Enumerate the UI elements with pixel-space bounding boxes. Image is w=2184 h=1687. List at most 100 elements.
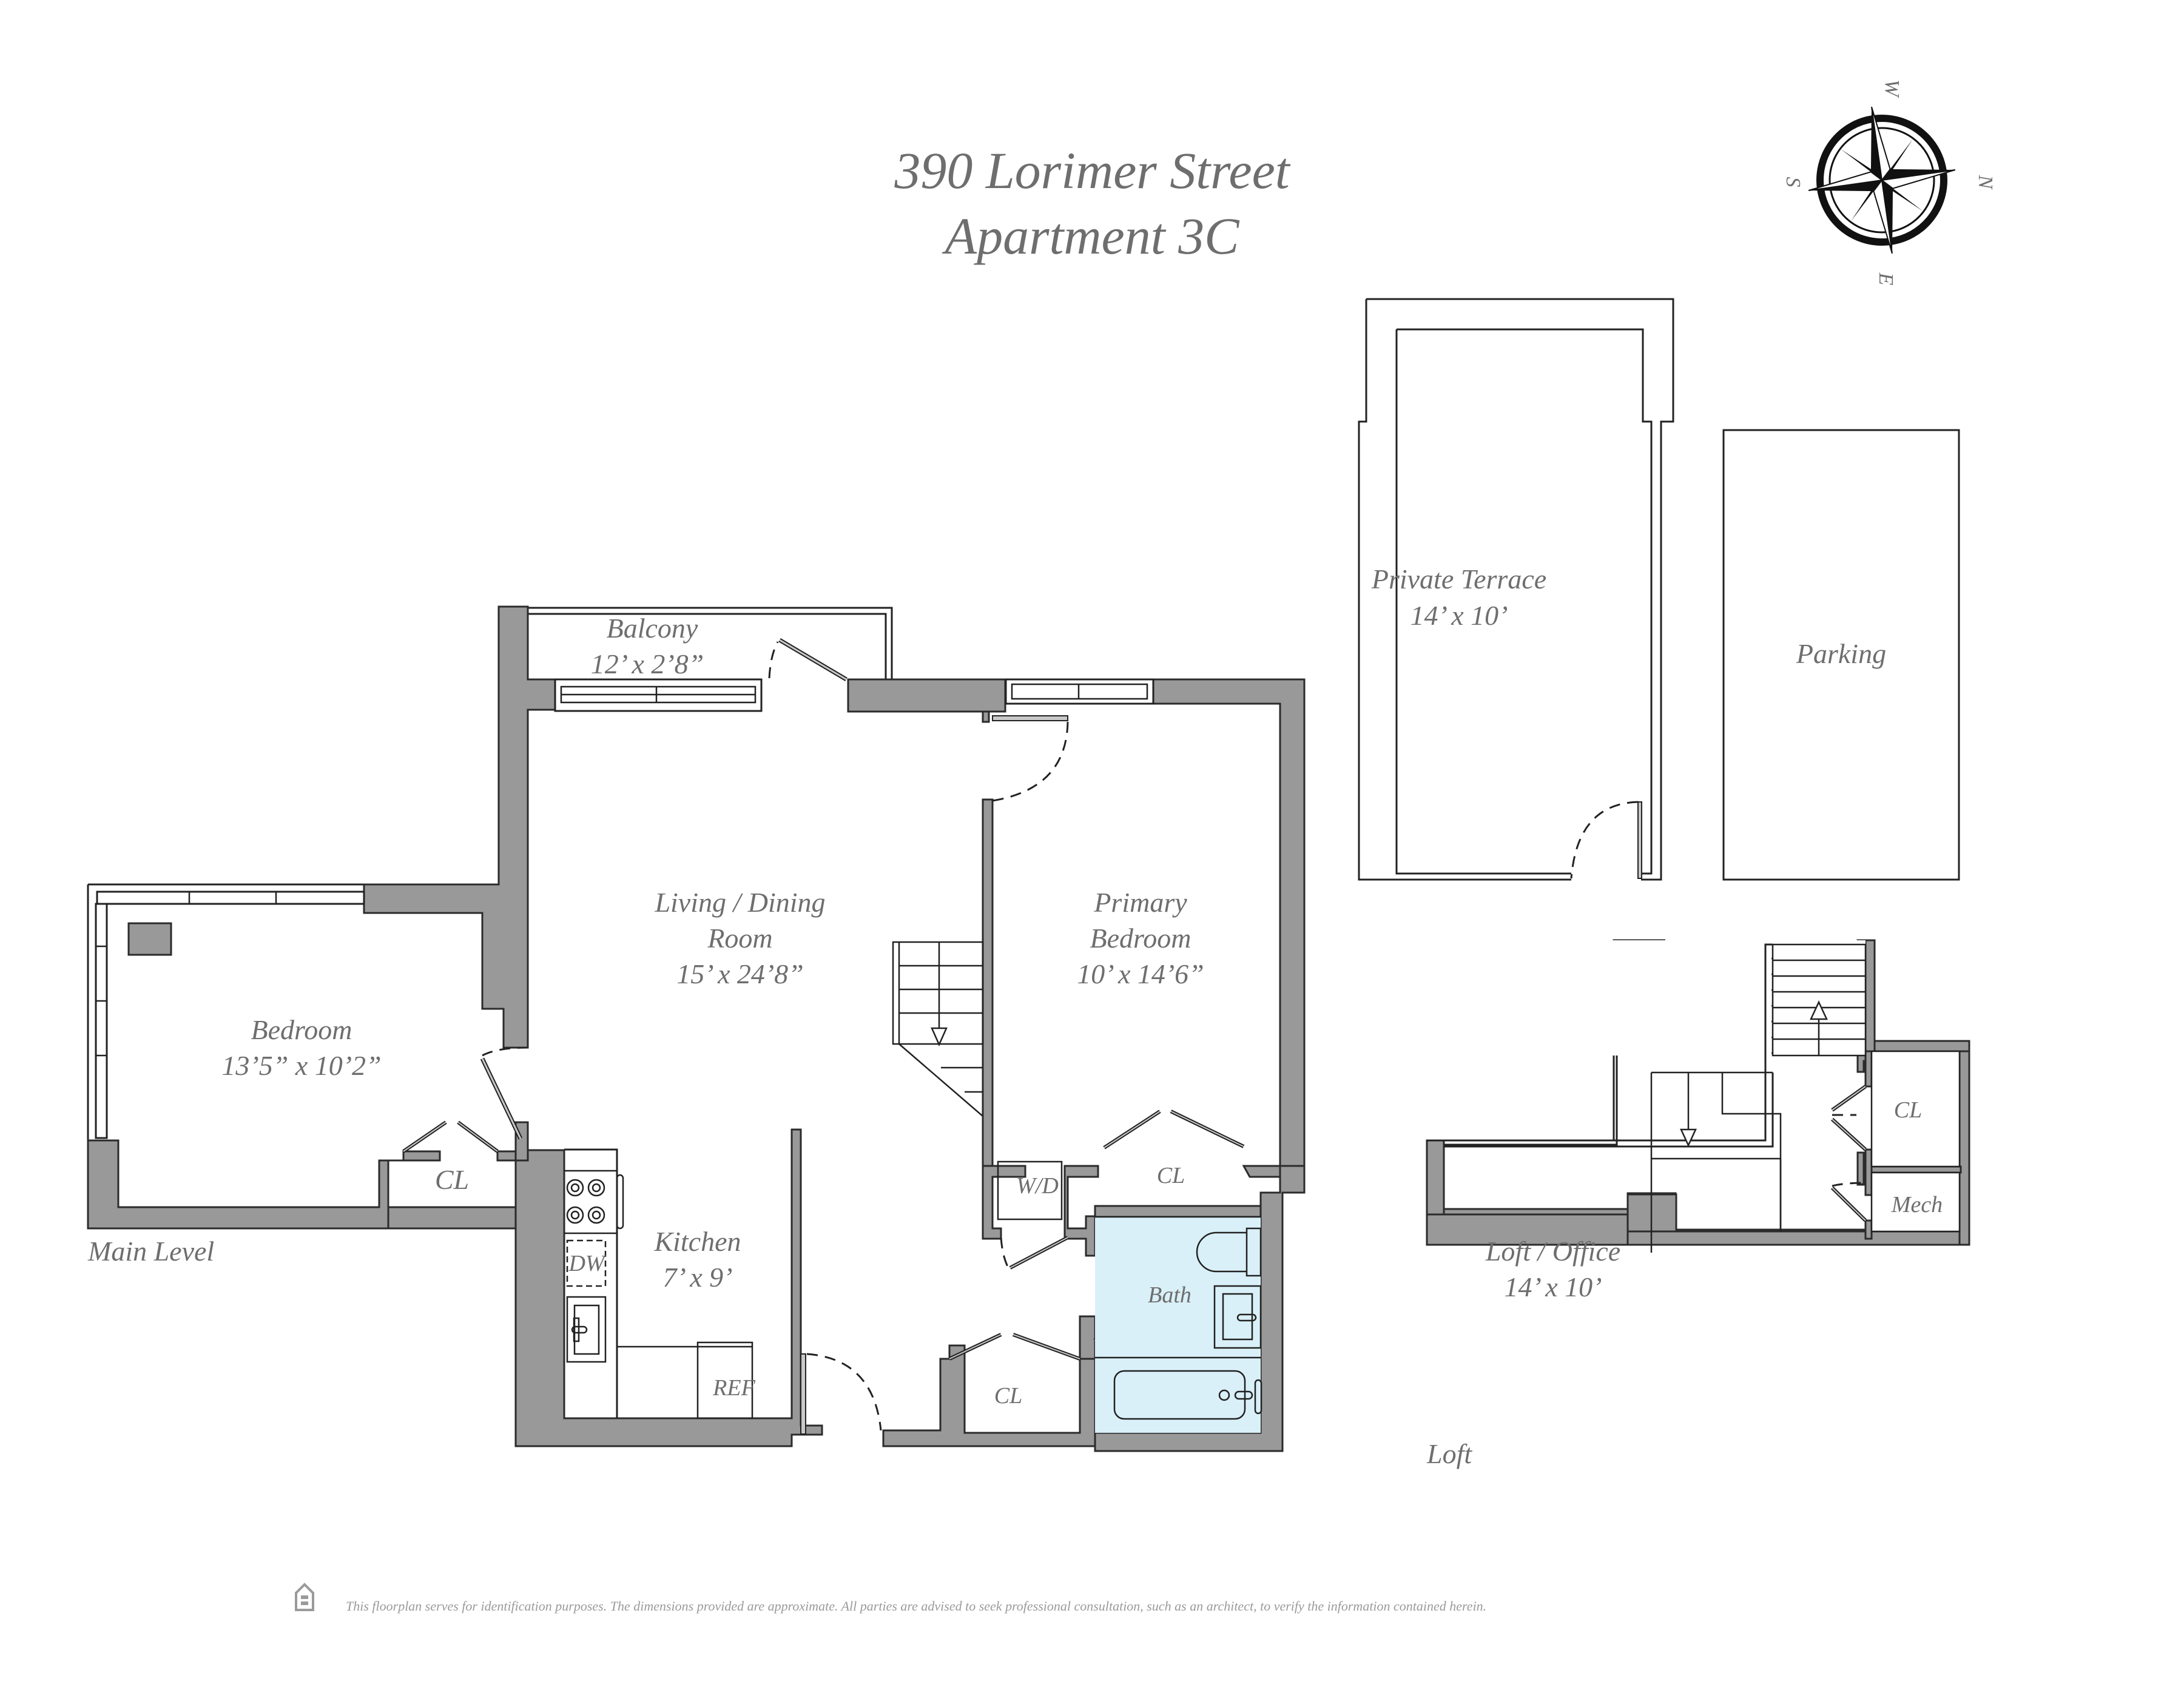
loft-closet-door[interactable]: [1830, 1085, 1867, 1151]
mech-door[interactable]: [1830, 1182, 1867, 1222]
refrigerator: REF: [696, 1341, 756, 1419]
address-title: 390 Lorimer Street: [894, 141, 1290, 200]
laundry-door[interactable]: [1000, 1236, 1069, 1270]
washer-dryer: [997, 1160, 1063, 1221]
primary-dims: 10’ x 14’6”: [1077, 958, 1204, 989]
dishwasher: DW: [566, 1239, 607, 1287]
stairs-arrow-icon: [931, 1027, 948, 1047]
kitchen-wall: [514, 1128, 823, 1447]
bath-label: Bath: [1148, 1282, 1191, 1308]
compass-label-n: N: [1974, 175, 1997, 190]
disclaimer-text: This floorplan serves for identification…: [346, 1598, 1486, 1614]
bedroom-window-north: [96, 891, 365, 905]
sink-icon: [1213, 1285, 1262, 1349]
loft-ne-wall: [1873, 1040, 1970, 1052]
stairs-up-arrow-icon: [1810, 1000, 1828, 1020]
hall-closet-label: CL: [994, 1383, 1022, 1409]
main-level-label: Main Level: [87, 1236, 214, 1267]
toilet-icon: [1196, 1227, 1262, 1277]
hall-closet-door[interactable]: [948, 1333, 1081, 1361]
terrace-outer-outline: [1358, 298, 1674, 881]
compass-label-e: E: [1875, 272, 1897, 286]
compass-rose-icon: [1808, 106, 1956, 254]
column: [127, 922, 172, 956]
loft-edge: [1427, 943, 1773, 1142]
compass-label-s: S: [1782, 177, 1804, 187]
stairs-up-run: [1771, 943, 1867, 1057]
kitchen-dims: 7’ x 9’: [663, 1262, 733, 1293]
terrace-inner-outline: [1395, 328, 1653, 875]
primary-door-jamb: [982, 710, 990, 723]
unit-title: Apartment 3C: [942, 207, 1241, 265]
refrigerator-label: REF: [712, 1375, 755, 1401]
loft-mech-jamb: [1864, 1219, 1873, 1240]
laundry-closet-wall: [1063, 1165, 1099, 1257]
loft-stair-east-wall: [1864, 939, 1876, 1052]
balcony-name: Balcony: [607, 613, 698, 644]
bedroom-door[interactable]: [480, 1046, 527, 1140]
balcony-railing: [528, 607, 893, 680]
balcony-door[interactable]: [768, 638, 848, 682]
main-level-plan: DW REF Balcony 12’ x 2’8” Living / Dinin…: [87, 605, 1306, 1452]
kitchen-sink-icon: [566, 1296, 607, 1363]
bedroom-dims: 13’5” x 10’2”: [221, 1050, 381, 1081]
balcony-dims: 12’ x 2’8”: [591, 648, 704, 679]
bath-door-jamb: [1079, 1315, 1096, 1360]
parking-plan: Parking: [1722, 429, 1960, 881]
parking-label: Parking: [1796, 638, 1886, 669]
living-north-wall: [847, 678, 1006, 713]
loft-closet-room: [1870, 1050, 1961, 1168]
primary-west-wall: [982, 798, 994, 1190]
equal-housing-icon: [295, 1583, 314, 1611]
mech-room: [1870, 1171, 1961, 1233]
bedroom-closet-door[interactable]: [402, 1120, 499, 1153]
loft-level-label: Loft: [1426, 1438, 1472, 1469]
loft-divider-stub: [1857, 1183, 1865, 1186]
dishwasher-label: DW: [568, 1251, 606, 1276]
primary-closet-door[interactable]: [1103, 1110, 1245, 1150]
loft-south-wall-right: [1626, 1230, 1970, 1246]
bedroom-closet-jamb-left: [379, 1150, 441, 1162]
bath-floor: [1095, 1217, 1261, 1433]
primary-closet-label: CL: [1157, 1163, 1185, 1188]
primary-bedroom-door[interactable]: [992, 715, 1069, 802]
bedroom-closet-label: CL: [435, 1164, 469, 1195]
laundry-label: W/D: [1016, 1173, 1059, 1199]
kitchen-name: Kitchen: [653, 1226, 741, 1257]
loft-void: [1445, 940, 1771, 1056]
living-dims: 15’ x 24’8”: [676, 958, 804, 989]
laundry-west-wall: [982, 1165, 1026, 1240]
living-name: Living / Dining: [654, 887, 825, 918]
bedroom-closet-jamb-right: [496, 1150, 517, 1162]
parking-outline: [1722, 429, 1960, 881]
loft-office-dims: 14’ x 10’: [1505, 1271, 1602, 1302]
living-name-2: Room: [707, 923, 772, 954]
stairs-down-arrow-icon: [1680, 1128, 1697, 1147]
loft-edge-inner: [1444, 1072, 1774, 1148]
loft-plan: Loft / Office 14’ x 10’ CL Mech Loft: [1426, 939, 1970, 1469]
bedroom-window-west: [95, 903, 108, 1139]
balcony-window: [554, 678, 763, 712]
loft-closet-jamb-top: [1864, 1050, 1873, 1088]
compass-label-w: W: [1881, 79, 1903, 98]
bedroom-name: Bedroom: [251, 1014, 352, 1045]
loft-office-name: Loft / Office: [1485, 1236, 1620, 1267]
entry-door[interactable]: [800, 1353, 882, 1435]
terrace-dims: 14’ x 10’: [1410, 600, 1508, 631]
primary-closet-jamb: [1242, 1165, 1281, 1178]
mech-label: Mech: [1891, 1192, 1943, 1217]
balcony-railing-inner: [528, 613, 887, 680]
bedroom-south-wall: [87, 1139, 389, 1230]
stove-icon: [566, 1174, 624, 1230]
terrace-name: Private Terrace: [1371, 564, 1546, 594]
closet-bath-wall: [1094, 1205, 1262, 1218]
stairs-down: [892, 941, 984, 1117]
living-west-wall: [363, 605, 558, 1049]
terrace-door[interactable]: [1570, 801, 1642, 879]
loft-east-wall-seg: [1958, 1040, 1970, 1246]
terrace-plan: Private Terrace 14’ x 10’: [1358, 298, 1674, 881]
primary-name-2: Bedroom: [1090, 923, 1191, 954]
bedroom-closet-south-wall: [387, 1206, 517, 1230]
stairwell-opening: [1650, 1071, 1782, 1253]
